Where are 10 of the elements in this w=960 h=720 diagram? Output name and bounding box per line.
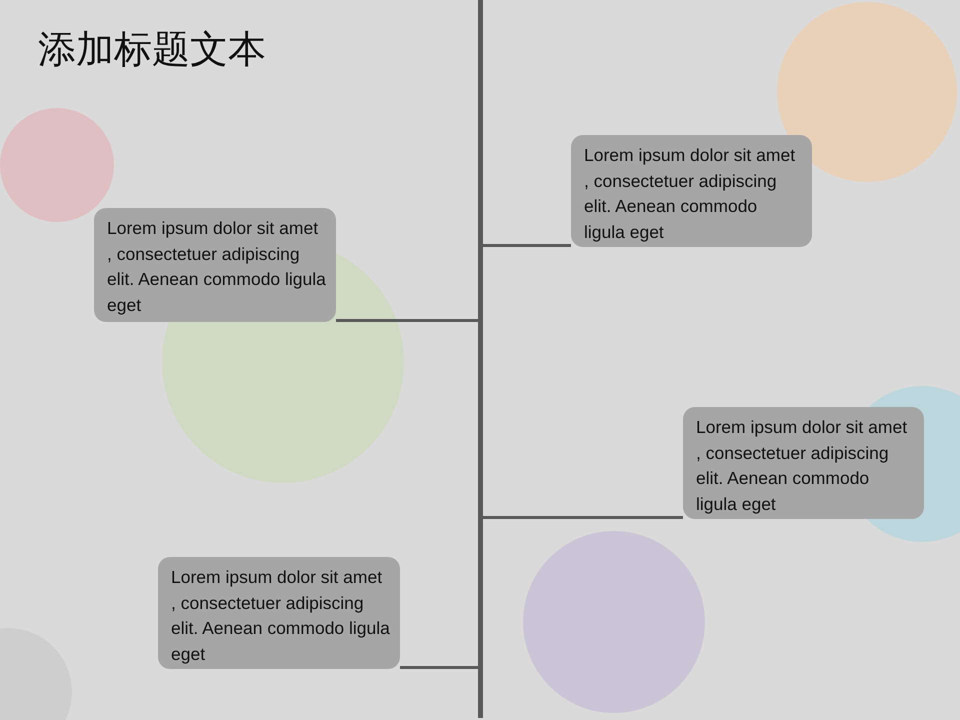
text-callout-box: Lorem ipsum dolor sit amet , consectetuer adipiscing elit. Aenean commodo ligula eget xyxy=(683,407,924,519)
connector-line xyxy=(400,666,478,669)
connector-line xyxy=(483,516,683,519)
connector-line xyxy=(336,319,478,322)
connector-line xyxy=(483,244,571,247)
text-callout-box: Lorem ipsum dolor sit amet , consectetuer adipiscing elit. Aenean commodo ligula eget xyxy=(571,135,812,247)
timeline-bar xyxy=(478,0,483,718)
text-callout-box: Lorem ipsum dolor sit amet , consectetuer adipiscing elit. Aenean commodo ligula eget xyxy=(94,208,336,322)
text-callout-box: Lorem ipsum dolor sit amet , consectetuer adipiscing elit. Aenean commodo ligula eget xyxy=(158,557,400,669)
title: 添加标题文本 xyxy=(38,26,266,73)
